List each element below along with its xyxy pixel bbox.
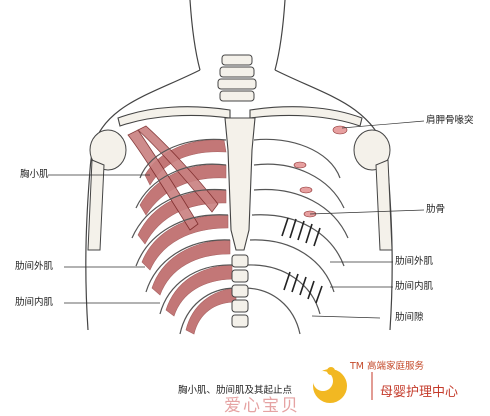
left-intercostal-muscles bbox=[137, 139, 237, 335]
right-muscle-attachments bbox=[293, 125, 348, 218]
label-ribs: 肋骨 bbox=[426, 204, 446, 215]
brand-tagline: TM 高端家庭服务 bbox=[350, 361, 425, 372]
label-intercostal-internal-left: 肋间内肌 bbox=[15, 297, 54, 308]
sternum bbox=[224, 117, 256, 251]
clavicles bbox=[117, 106, 363, 127]
right-intercostal-hatching bbox=[281, 217, 323, 304]
brand-name: 母婴护理中心 bbox=[380, 385, 459, 400]
thoracic-spine bbox=[231, 254, 249, 328]
ribs bbox=[131, 138, 349, 335]
label-intercostal-external-right: 肋间外肌 bbox=[395, 256, 434, 267]
watermark-text: 爱心宝贝 bbox=[224, 396, 300, 416]
label-pectoralis-minor: 胸小肌 bbox=[20, 169, 49, 180]
figure-caption: 胸小肌、肋间肌及其起止点 bbox=[178, 385, 293, 396]
cervical-spine bbox=[217, 54, 257, 102]
label-coracoid-process: 肩胛骨喙突 bbox=[426, 115, 474, 126]
label-intercostal-internal-right: 肋间内肌 bbox=[395, 281, 434, 292]
label-intercostal-external-left: 肋间外肌 bbox=[15, 261, 54, 272]
label-intercostal-space: 肋间隙 bbox=[395, 312, 424, 323]
shoulder-joints bbox=[87, 129, 393, 251]
leader-lines bbox=[48, 120, 425, 319]
brand-logo-icon bbox=[313, 367, 373, 403]
